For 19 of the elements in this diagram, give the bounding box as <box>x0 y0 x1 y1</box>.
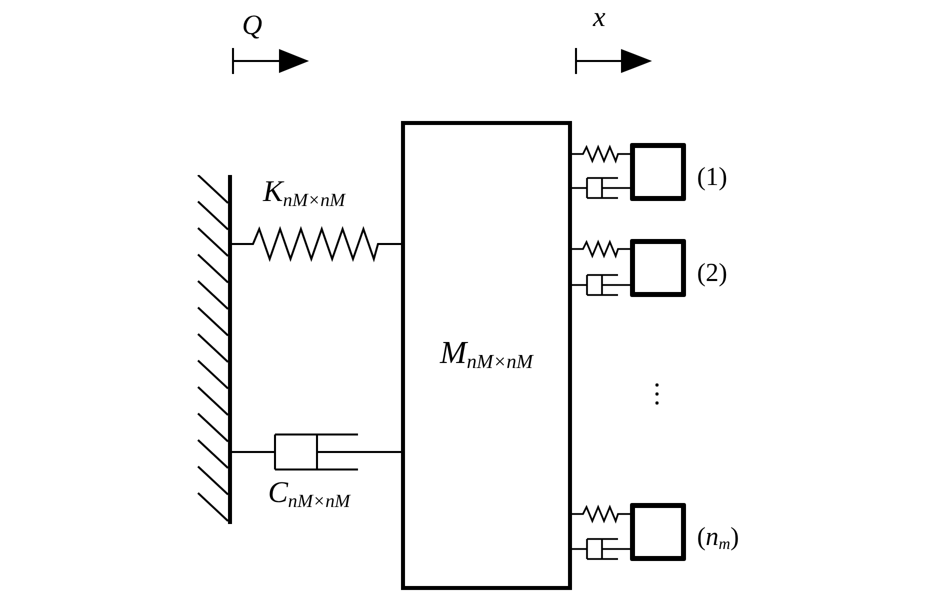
hatched-wall <box>196 175 232 524</box>
variable-label: Q <box>242 9 262 43</box>
spring <box>572 144 630 164</box>
mass-block <box>401 121 572 590</box>
mass-label: M$_{nM×nM}$ <box>440 333 533 376</box>
damper <box>231 434 402 470</box>
small-mass-block <box>630 143 686 201</box>
damper <box>571 177 631 199</box>
small-mass-block <box>630 239 686 297</box>
small-mass-block <box>630 503 686 561</box>
spring <box>232 226 401 262</box>
damper <box>571 538 631 560</box>
spring <box>572 240 630 259</box>
damper <box>571 274 631 296</box>
spring <box>572 504 630 524</box>
mass-number-label: (1) <box>697 161 728 193</box>
mass-number-label: (n$_{m}$) <box>697 521 739 554</box>
variable-label: x <box>593 1 606 35</box>
mass-number-label: (2) <box>697 257 728 289</box>
